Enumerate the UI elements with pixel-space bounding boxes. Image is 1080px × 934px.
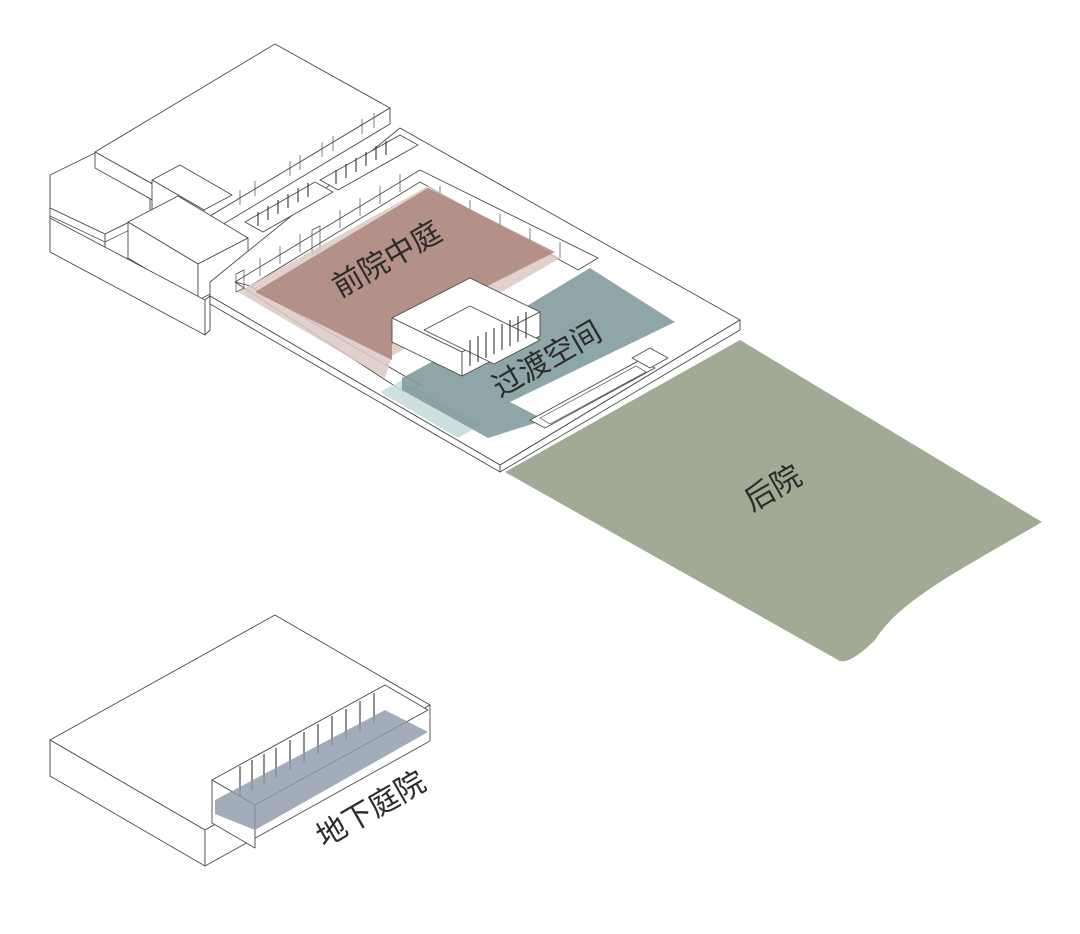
central-pavilion [391, 277, 541, 377]
back-yard-fill [505, 340, 1042, 662]
middle-block [127, 195, 249, 301]
basement-courtyard-fill [215, 710, 428, 830]
basement-block [49, 614, 431, 867]
front-courtyard-zone [238, 186, 560, 378]
back-yard-zone [505, 340, 1042, 662]
transition-space-light-fill [380, 380, 480, 438]
water-feature [529, 347, 669, 429]
window-strips [239, 113, 419, 233]
transition-space-fill [402, 268, 675, 438]
main-building-group [49, 43, 741, 473]
transition-space-zone [380, 268, 675, 438]
front-courtyard-fill [255, 188, 555, 360]
